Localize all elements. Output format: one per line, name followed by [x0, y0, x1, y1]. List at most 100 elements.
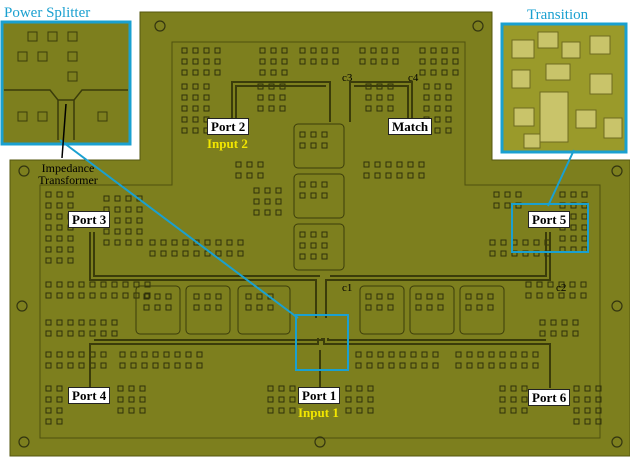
- via: [536, 292, 543, 299]
- via: [275, 187, 282, 194]
- via: [499, 385, 506, 392]
- via: [181, 69, 188, 76]
- via: [310, 231, 317, 238]
- via: [299, 131, 306, 138]
- via: [56, 281, 63, 288]
- via: [487, 293, 494, 300]
- via: [547, 292, 554, 299]
- via: [136, 206, 143, 213]
- mounting-hole: [611, 165, 623, 177]
- via: [561, 319, 568, 326]
- via: [257, 161, 264, 168]
- via: [558, 281, 565, 288]
- via: [253, 209, 260, 216]
- via: [376, 304, 383, 311]
- via: [441, 58, 448, 65]
- via: [192, 47, 199, 54]
- via: [246, 161, 253, 168]
- port-5-label: Port 5: [528, 211, 571, 228]
- impedance-pointer-line: [61, 103, 67, 159]
- via: [125, 206, 132, 213]
- via: [488, 351, 495, 358]
- via: [356, 407, 363, 414]
- via: [396, 161, 403, 168]
- via: [584, 418, 591, 425]
- via: [388, 362, 395, 369]
- via: [192, 69, 199, 76]
- via: [214, 58, 221, 65]
- trace-segment: [327, 338, 546, 341]
- via: [192, 127, 199, 134]
- via: [97, 111, 108, 122]
- mounting-hole: [314, 436, 326, 448]
- via: [434, 127, 441, 134]
- via: [374, 172, 381, 179]
- via: [595, 418, 602, 425]
- via: [430, 58, 437, 65]
- via: [570, 224, 577, 231]
- via: [165, 293, 172, 300]
- via: [310, 142, 317, 149]
- via: [365, 304, 372, 311]
- via: [399, 351, 406, 358]
- via: [130, 362, 137, 369]
- via: [56, 202, 63, 209]
- via: [270, 47, 277, 54]
- trace-segment: [94, 338, 323, 341]
- via: [595, 385, 602, 392]
- via: [45, 396, 52, 403]
- via: [466, 351, 473, 358]
- via: [434, 116, 441, 123]
- via: [421, 351, 428, 358]
- via: [499, 396, 506, 403]
- via: [215, 250, 222, 257]
- via: [181, 127, 188, 134]
- via: [510, 362, 517, 369]
- via: [445, 83, 452, 90]
- via: [493, 202, 500, 209]
- via: [56, 213, 63, 220]
- via: [139, 396, 146, 403]
- via: [245, 293, 252, 300]
- via: [410, 362, 417, 369]
- via: [259, 58, 266, 65]
- splitter-highlight-box: [295, 314, 349, 371]
- via: [421, 362, 428, 369]
- via: [415, 304, 422, 311]
- via: [45, 191, 52, 198]
- via: [321, 131, 328, 138]
- via: [367, 385, 374, 392]
- via: [56, 362, 63, 369]
- via: [321, 231, 328, 238]
- via: [152, 362, 159, 369]
- via: [376, 293, 383, 300]
- transition-callout: [500, 22, 628, 154]
- via: [67, 257, 74, 264]
- via: [139, 407, 146, 414]
- via: [515, 191, 522, 198]
- trace-segment: [325, 232, 551, 318]
- via: [67, 51, 78, 62]
- via: [100, 330, 107, 337]
- via: [377, 362, 384, 369]
- via: [423, 94, 430, 101]
- trace-segment: [354, 85, 409, 118]
- via: [299, 58, 306, 65]
- via: [499, 407, 506, 414]
- via: [56, 330, 63, 337]
- via: [418, 172, 425, 179]
- via: [359, 47, 366, 54]
- via: [278, 385, 285, 392]
- transition-block: [561, 41, 581, 59]
- via: [278, 407, 285, 414]
- microstrip-traces: [89, 81, 551, 388]
- via: [580, 292, 587, 299]
- via: [499, 362, 506, 369]
- via: [581, 191, 588, 198]
- via: [203, 83, 210, 90]
- via: [569, 292, 576, 299]
- via: [521, 396, 528, 403]
- mounting-hole: [611, 436, 623, 448]
- via: [570, 213, 577, 220]
- via: [278, 396, 285, 403]
